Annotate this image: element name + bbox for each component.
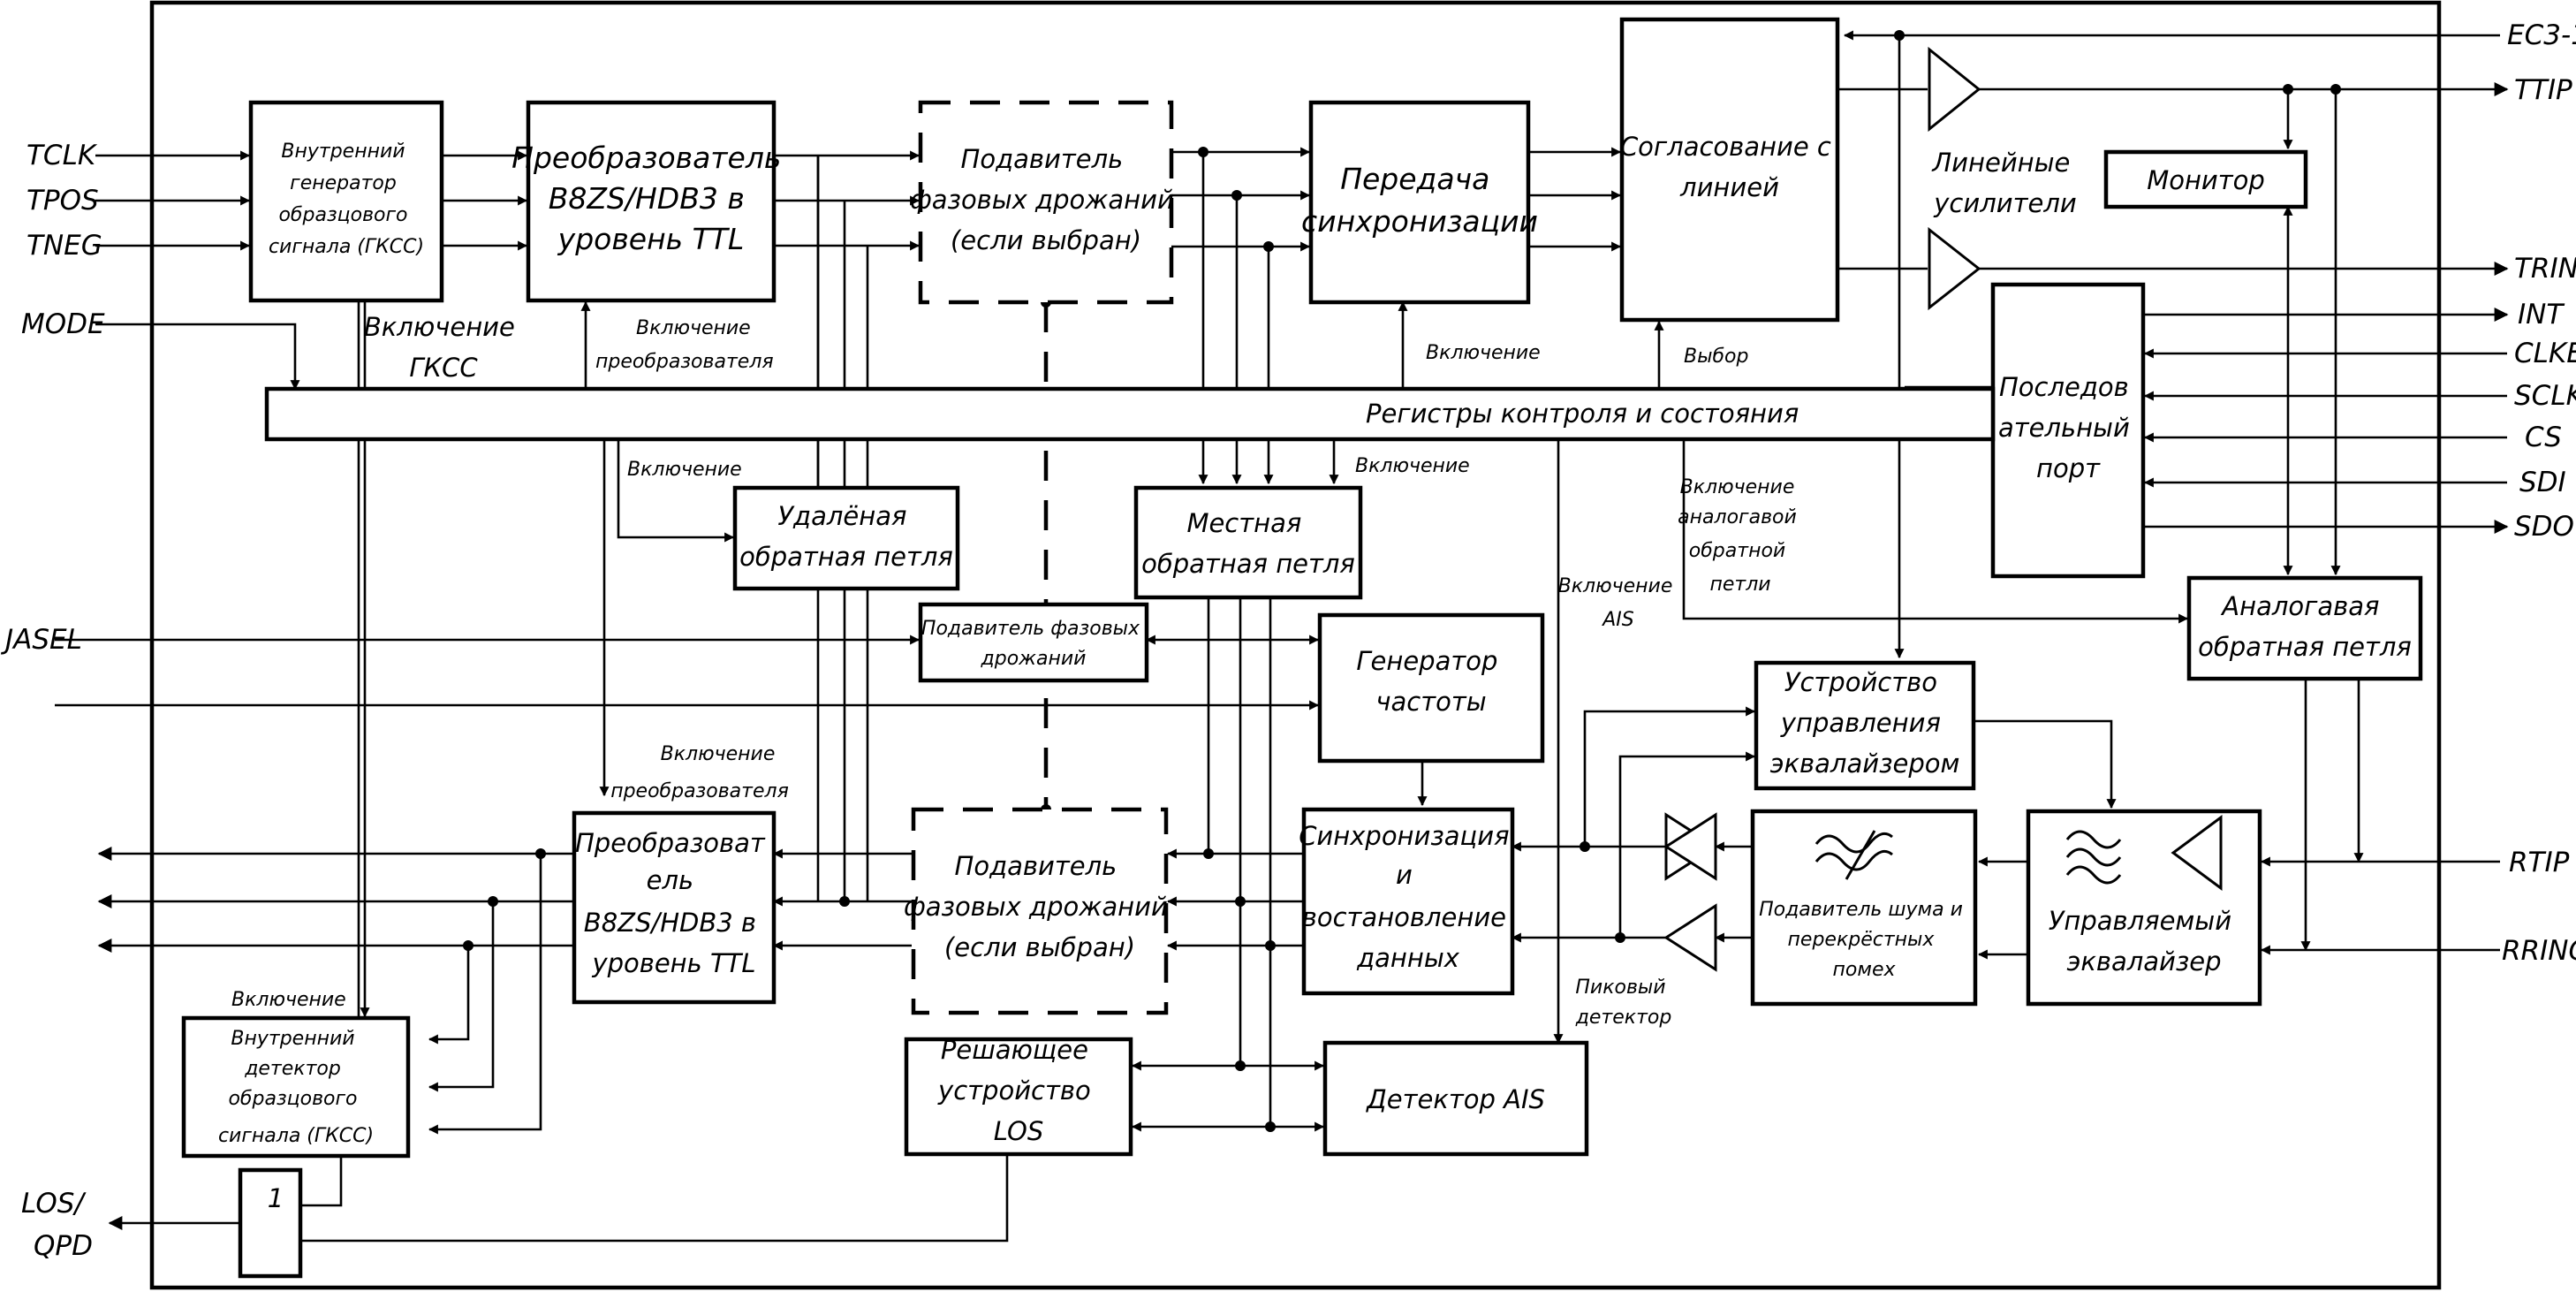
noise-filter-wave-icon [1815,830,1893,880]
or-gate-label: 1 [268,1183,284,1213]
remote-loopback-block [732,485,960,591]
internal-detector-block [181,1015,411,1159]
enable-local-label: Включение [1355,455,1470,477]
enable-converter-top-label: Включение преобразователя [595,317,774,373]
sync-rx-block [1301,807,1515,996]
equalizer-triangle-icon [2171,815,2223,891]
pin-qpd: QPD [34,1230,93,1262]
analog-loop-label: Аналогавая обратная петля [2198,591,2412,662]
enable-ais-label: Включение AIS [1558,575,1679,631]
pin-sdo: SDO [2514,511,2574,543]
monitor-block [2103,149,2308,209]
serial-port-block [1990,282,2146,579]
pin-rring: RRING [2502,935,2576,967]
registers-label: Регистры контроля и состояния [1366,399,1799,429]
jitter-tx-label: Подавитель фазовых дрожаний (если выбран… [910,144,1182,255]
converter-rx-block [572,810,777,1005]
enable-analog-label: Включение аналогавой обратной петли [1678,476,1803,596]
peak-detector-top-shape [1663,812,1717,881]
jitter-rx-label: Подавитель фазовых дрожаний (если выбран… [904,851,1176,962]
monitor-label: Монитор [2147,165,2265,195]
peak-detector-label: Пиковый детектор [1575,977,1672,1029]
block-labels: Внутренний генератор образцового сигнала… [218,132,2412,1213]
frequency-generator-block [1317,612,1545,764]
pin-jasel: JASEL [0,624,82,656]
sync-tx-label: Передача синхронизации [1301,162,1538,239]
freq-gen-label: Генератор частоты [1356,646,1505,717]
pin-cs: CS [2525,422,2562,453]
annotation-labels: Включение ГКСС Включение преобразователя… [231,312,1803,1029]
wires [55,30,2509,1243]
pin-rtip: RTIP [2509,847,2570,878]
enable-detector-label: Включение [231,989,346,1011]
ais-detector-block [1322,1040,1589,1157]
analog-loopback-block [2186,575,2423,681]
int-det-label: Внутренний детектор образцового сигнала … [218,1028,374,1147]
noise-suppressor-block [1750,809,1978,1007]
or-gate-block [238,1167,303,1279]
noise-label: Подавитель шума и перекрёстных помех [1759,899,1969,981]
line-amplifier-top-icon [1928,46,1981,133]
pin-sclk: SCLK [2514,380,2576,412]
local-loop-label: Местная обратная петля [1141,508,1355,579]
pin-sdi: SDI [2519,467,2566,498]
pin-tclk: TCLK [27,140,98,171]
jitter-attenuator-tx-block [918,100,1174,305]
pin-tpos: TPOS [27,185,99,217]
pin-ec3: EC3-1 [2507,19,2576,51]
line-match-label: Согласование с линией [1620,132,1839,202]
jitter-mid-label: Подавитель фазовых дрожаний [921,618,1146,670]
pin-labels: TCLK TPOS TNEG MODE JASEL LOS/ QPD EC3-1… [0,19,2576,1262]
int-gen-label: Внутренний генератор образцового сигнала… [269,141,424,258]
select-label: Выбор [1684,346,1748,368]
los-decision-label: Решающее устройство LOS [937,1035,1099,1146]
enable-sync-label: Включение [1426,342,1541,364]
eq-ctrl-label: Устройство управления эквалайзером [1770,667,1960,779]
line-amps-label: Линейные усилители [1931,148,2078,218]
enable-remote-label: Включение [627,459,742,481]
jitter-attenuator-rx-block [911,807,1169,1015]
enable-gkss-label: Включение ГКСС [364,312,523,383]
equalizer-wave-icon [2065,830,2122,885]
internal-generator-block [248,100,444,303]
pin-tneg: TNEG [27,230,102,262]
sync-rx-label: Синхронизация и востановление данных [1299,821,1518,973]
los-decision-block [904,1037,1133,1157]
equalizer-control-block [1754,660,1976,791]
pin-int: INT [2518,299,2565,331]
local-loopback-block [1133,485,1363,600]
serial-port-label: Последов ательный порт [1998,372,2138,483]
pin-ttip: TTIP [2514,74,2572,106]
blocks [181,17,2423,1279]
conv-tx-label: Преобразователь B8ZS/HDB3 в уровень TTL [511,141,791,256]
converter-tx-block [526,100,777,303]
chip-boundary [149,0,2442,1290]
peak-detector-bottom-icon [1663,903,1717,972]
jitter-attenuator-mid-block [918,602,1149,683]
line-matching-block [1619,17,1840,323]
equalizer-label: Управляемый эквалайзер [2049,906,2240,977]
pin-clke: CLKE [2514,338,2576,369]
pin-mode: MODE [21,308,105,340]
enable-converter-bottom-label: Включение преобразователя [610,743,789,802]
line-amplifier-bottom-icon [1928,226,1981,311]
ais-detector-label: Детектор AIS [1365,1084,1545,1114]
pin-los: LOS/ [21,1188,87,1220]
conv-rx-label: Преобразоват ель B8ZS/HDB3 в уровень TTL [575,828,773,978]
sync-tx-block [1308,100,1531,305]
registers-bus [264,386,1996,442]
remote-loop-label: Удалёная обратная петля [739,501,953,572]
amplifiers [1663,46,2223,972]
pin-tring: TRING [2514,253,2576,285]
